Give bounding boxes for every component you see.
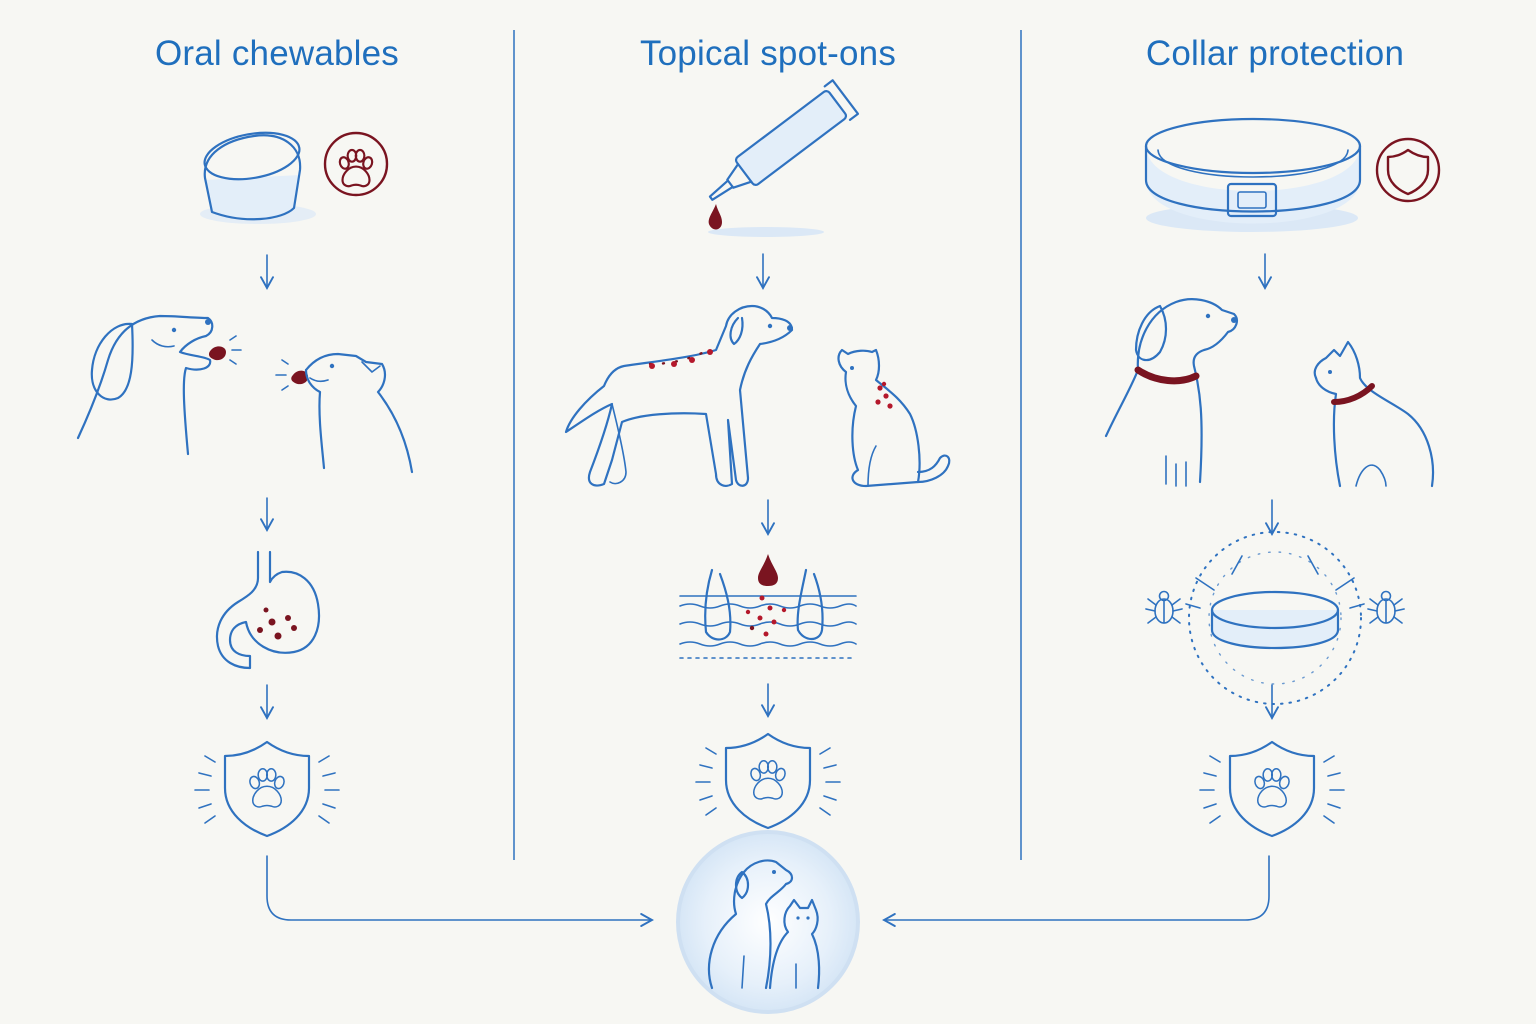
paw-badge-icon: [323, 131, 389, 197]
cat-spot-on-icon: [837, 348, 951, 488]
column-title-collar-protection: Collar protection: [1145, 34, 1405, 73]
column-title-topical-spot-ons: Topical spot-ons: [639, 34, 897, 73]
flea-collar-icon: [1144, 117, 1362, 232]
cat-eating-chewable-icon: [275, 352, 414, 474]
dog-with-collar-icon: [1104, 298, 1238, 487]
flow-arrow-to-result: [882, 855, 1270, 927]
cat-with-collar-icon: [1313, 340, 1435, 488]
protected-pets-result-icon: [676, 830, 860, 1014]
column-title-oral-chewables: Oral chewables: [154, 34, 400, 73]
skin-absorption-icon: [679, 554, 857, 659]
collar-repelling-pests-icon: [1145, 531, 1405, 705]
shield-badge-icon: [1375, 137, 1441, 203]
flea-tick-icon: [1367, 590, 1405, 624]
stomach-icon: [215, 550, 320, 670]
flea-tick-icon: [1145, 590, 1183, 624]
shield-paw-protection-icon: [195, 742, 339, 836]
flow-arrow-to-result: [266, 855, 654, 927]
dog-eating-chewable-icon: [76, 314, 242, 456]
spot-on-applicator-icon: [708, 79, 860, 237]
dog-spot-on-icon: [564, 304, 794, 487]
shield-paw-protection-icon: [1200, 742, 1344, 836]
shield-paw-protection-icon: [696, 734, 840, 828]
chewable-tablet-icon: [200, 131, 316, 224]
